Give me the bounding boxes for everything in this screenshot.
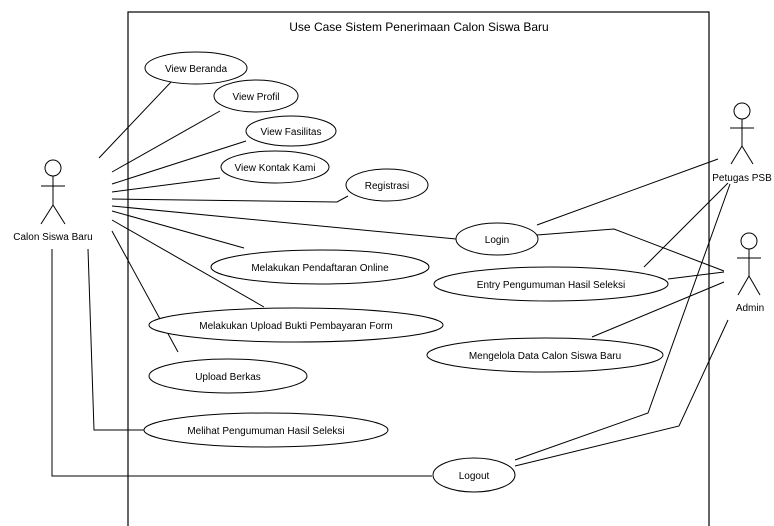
use-case-upload-bukti: Melakukan Upload Bukti Pembayaran Form <box>148 307 444 343</box>
use-case-label: View Fasilitas <box>261 127 322 138</box>
actor-head <box>733 102 751 120</box>
use-case-profil: View Profil <box>213 79 299 113</box>
use-case-pendaftaran: Melakukan Pendaftaran Online <box>210 249 430 285</box>
use-case-label: Melakukan Upload Bukti Pembayaran Form <box>199 321 392 332</box>
assoc-petugas-login <box>536 158 719 226</box>
actor-leg-right <box>748 275 761 296</box>
use-case-shape <box>245 115 337 147</box>
use-case-label: Entry Pengumuman Hasil Seleksi <box>477 280 625 291</box>
use-case-shape <box>433 266 669 302</box>
use-case-mengelola: Mengelola Data Calon Siswa Baru <box>426 337 664 373</box>
associations-admin <box>514 228 729 467</box>
use-case-label: Mengelola Data Calon Siswa Baru <box>469 351 621 362</box>
assoc-petugas-logout <box>514 183 731 461</box>
actor-calon-siswa-baru: Calon Siswa Baru <box>13 159 93 243</box>
actor-leg-right <box>741 145 754 165</box>
diagram-title: Use Case Sistem Penerimaan Calon Siswa B… <box>289 20 548 34</box>
assoc-calon-login <box>111 205 457 240</box>
use-case-melihat: Melihat Pengumuman Hasil Seleksi <box>143 412 389 448</box>
use-case-shape <box>148 358 308 394</box>
use-case-label: Logout <box>459 471 490 482</box>
use-case-shape <box>144 51 248 85</box>
assoc-petugas-entry <box>643 182 729 268</box>
use-case-login: Login <box>455 222 539 256</box>
actor-head <box>44 159 62 177</box>
actor-petugas-psb: Petugas PSB <box>712 102 772 184</box>
use-case-label: Upload Berkas <box>195 372 261 383</box>
assoc-calon-melihat <box>87 248 146 431</box>
use-case-label: View Profil <box>232 92 279 103</box>
use-case-logout: Logout <box>432 457 516 493</box>
actor-label: Petugas PSB <box>712 173 772 184</box>
use-case-label: View Kontak Kami <box>235 163 316 174</box>
use-case-shape <box>426 337 664 373</box>
assoc-admin-mengelola <box>591 281 725 338</box>
assoc-admin-logout <box>514 319 729 467</box>
use-case-registrasi: Registrasi <box>345 168 429 202</box>
use-case-label: View Beranda <box>165 64 228 75</box>
use-case-shape <box>432 457 516 493</box>
actor-admin: Admin <box>736 232 764 314</box>
use-case-shape <box>220 150 330 184</box>
use-case-shape <box>455 222 539 256</box>
assoc-calon-kontak <box>111 177 221 193</box>
assoc-calon-fasilitas <box>111 140 247 185</box>
assoc-calon-upload-bukti <box>111 219 265 308</box>
actor-leg-left <box>40 204 54 225</box>
associations-petugas <box>514 158 731 461</box>
use-case-kontak: View Kontak Kami <box>220 150 330 184</box>
actor-head <box>740 232 758 250</box>
actor-label: Admin <box>736 303 764 314</box>
assoc-calon-pendaftaran <box>111 210 245 249</box>
use-case-shape <box>143 412 389 448</box>
use-case-label: Melihat Pengumuman Hasil Seleksi <box>187 426 344 437</box>
use-case-beranda: View Beranda <box>144 51 248 85</box>
use-case-shape <box>213 79 299 113</box>
assoc-calon-registrasi <box>111 195 349 203</box>
actor-leg-left <box>737 275 750 296</box>
use-case-fasilitas: View Fasilitas <box>245 115 337 147</box>
actor-label: Calon Siswa Baru <box>13 232 92 243</box>
assoc-admin-entry <box>667 271 725 280</box>
actor-leg-left <box>730 145 743 165</box>
use-case-entry: Entry Pengumuman Hasil Seleksi <box>433 266 669 302</box>
actor-leg-right <box>52 204 66 225</box>
use-case-shape <box>210 249 430 285</box>
use-case-label: Melakukan Pendaftaran Online <box>251 263 389 274</box>
use-case-shape <box>148 307 444 343</box>
use-case-label: Registrasi <box>365 181 409 192</box>
assoc-calon-profil <box>111 110 221 173</box>
use-case-upload-berkas: Upload Berkas <box>148 358 308 394</box>
assoc-calon-logout <box>51 249 432 477</box>
use-case-label: Login <box>485 235 509 246</box>
assoc-admin-login <box>536 228 725 272</box>
use-case-shape <box>345 168 429 202</box>
